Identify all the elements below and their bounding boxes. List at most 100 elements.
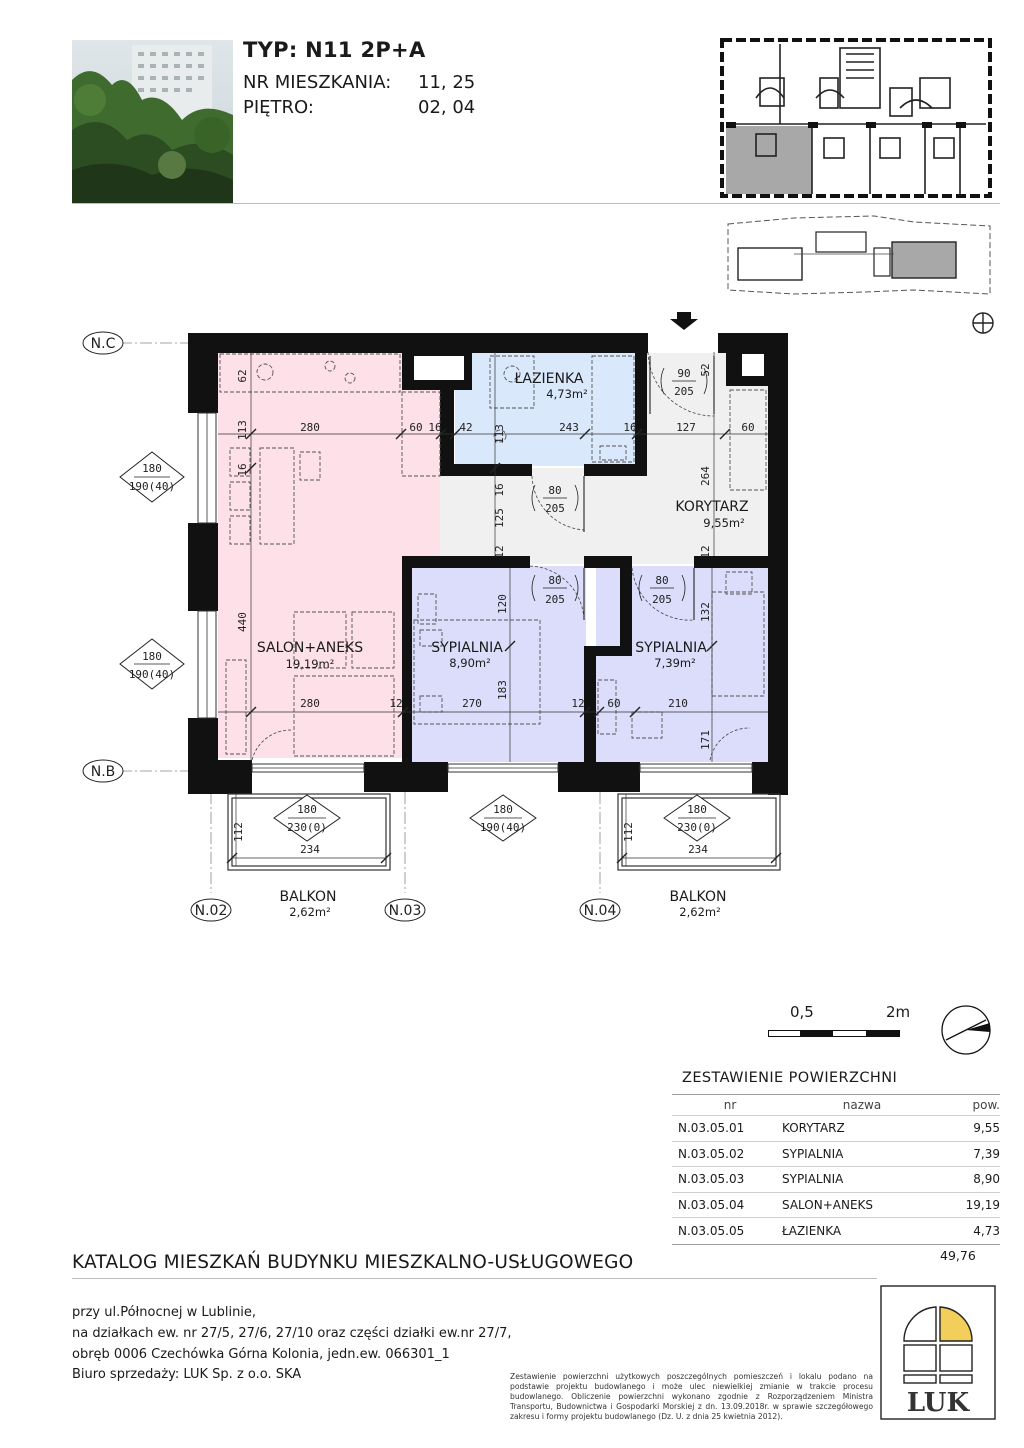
balkon2-area: 2,62m²: [679, 905, 720, 919]
room-sypialnia1-fill: [410, 566, 586, 762]
svg-text:205: 205: [545, 593, 565, 606]
axis-n04: N.04: [584, 903, 617, 919]
area-footnote: Zestawienie powierzchni użytkowych poszc…: [510, 1372, 873, 1421]
scale-bar: [768, 1024, 900, 1043]
svg-text:80: 80: [548, 484, 561, 497]
table-row: N.03.05.04 SALON+ANEKS 19,19: [672, 1191, 1000, 1218]
room-korytarz-label: KORYTARZ: [675, 499, 748, 515]
svg-text:42: 42: [459, 421, 472, 434]
building-photo: [72, 40, 233, 203]
apartment-number-label: NR MIESZKANIA:: [243, 72, 392, 93]
svg-text:12: 12: [571, 697, 584, 710]
axis-n02: N.02: [195, 903, 228, 919]
svg-text:270: 270: [462, 697, 482, 710]
svg-text:125: 125: [493, 508, 506, 528]
room-sypialnia2-area: 7,39m²: [654, 656, 695, 670]
svg-text:62: 62: [236, 369, 249, 382]
window-1-width: 180: [142, 462, 162, 475]
header-divider: [72, 203, 1000, 204]
room-sypialnia1-area: 8,90m²: [449, 656, 490, 670]
window-2-height: 190(40): [129, 668, 175, 681]
svg-text:113: 113: [236, 420, 249, 440]
summary-title: ZESTAWIENIE POWIERZCHNI: [682, 1070, 898, 1086]
scale-right-label: 2m: [886, 1003, 911, 1021]
floor-plan: 280 60 16 42 243 16 127 60 280 12 270 12…: [82, 331, 788, 922]
scale-left-label: 0,5: [790, 1003, 814, 1021]
luk-logo: LUK: [880, 1285, 996, 1420]
balkon2-label: BALKON: [670, 889, 727, 905]
svg-text:60: 60: [409, 421, 422, 434]
area-summary-table: ZESTAWIENIE POWIERZCHNI nr nazwa pow. N.…: [672, 1070, 1000, 1243]
room-salon-area: 19,19m²: [286, 657, 335, 671]
compass-small-icon: [970, 310, 996, 340]
svg-text:127: 127: [676, 421, 696, 434]
axis-nb: N.B: [91, 764, 116, 780]
summary-total: 49,76: [940, 1248, 976, 1263]
svg-text:264: 264: [699, 466, 712, 486]
svg-text:132: 132: [699, 602, 712, 622]
table-row: N.03.05.01 KORYTARZ 9,55: [672, 1115, 1000, 1141]
window-3-width: 180: [297, 803, 317, 816]
svg-text:12: 12: [389, 697, 402, 710]
svg-text:80: 80: [655, 574, 668, 587]
window-1-height: 190(40): [129, 480, 175, 493]
axis-nc: N.C: [91, 336, 116, 352]
svg-text:16: 16: [493, 483, 506, 496]
svg-text:16: 16: [428, 421, 441, 434]
catalog-title: KATALOG MIESZKAŃ BUDYNKU MIESZKALNO-USŁU…: [72, 1252, 634, 1273]
svg-text:16: 16: [236, 463, 249, 476]
svg-text:205: 205: [545, 502, 565, 515]
svg-text:60: 60: [607, 697, 620, 710]
floor-key-plan: [720, 38, 992, 202]
door-label-bedroom1: 80 205: [531, 574, 579, 606]
address-line-3: obręb 0006 Czechówka Górna Kolonia, jedn…: [72, 1347, 450, 1362]
table-row: N.03.05.05 ŁAZIENKA 4,73: [672, 1217, 1000, 1243]
svg-text:16: 16: [623, 421, 636, 434]
room-lazienka-area: 4,73m²: [546, 387, 587, 401]
svg-text:243: 243: [559, 421, 579, 434]
svg-text:280: 280: [300, 697, 320, 710]
room-lazienka-label: ŁAZIENKA: [514, 371, 584, 387]
window-4-width: 180: [493, 803, 513, 816]
door-label-bedroom2: 80 205: [638, 574, 686, 606]
axis-n03: N.03: [389, 903, 422, 919]
room-sypialnia1-label: SYPIALNIA: [431, 640, 503, 656]
svg-text:60: 60: [741, 421, 754, 434]
svg-text:80: 80: [548, 574, 561, 587]
room-korytarz-area: 9,55m²: [703, 516, 744, 530]
window-5-height: 230(0): [677, 821, 717, 834]
balkon1-label: BALKON: [280, 889, 337, 905]
apartment-number-value: 11, 25: [418, 72, 476, 93]
catalog-divider: [72, 1278, 877, 1279]
svg-text:205: 205: [652, 593, 672, 606]
svg-text:120: 120: [496, 594, 509, 614]
svg-text:90: 90: [677, 367, 690, 380]
apartment-type-title: TYP: N11 2P+A: [243, 38, 426, 62]
svg-text:171: 171: [699, 730, 712, 750]
table-row: N.03.05.03 SYPIALNIA 8,90: [672, 1166, 1000, 1192]
room-salon-label: SALON+ANEKS: [257, 640, 363, 656]
svg-text:205: 205: [674, 385, 694, 398]
summary-header-row: nr nazwa pow.: [672, 1094, 1000, 1115]
address-line-1: przy ul.Północnej w Lublinie,: [72, 1305, 257, 1320]
window-5-width: 180: [687, 803, 707, 816]
svg-text:210: 210: [668, 697, 688, 710]
address-line-2: na działkach ew. nr 27/5, 27/6, 27/10 or…: [72, 1326, 512, 1341]
svg-text:112: 112: [622, 822, 635, 842]
svg-text:440: 440: [236, 612, 249, 632]
room-lazienka-fill: [455, 352, 635, 466]
balkon1-area: 2,62m²: [289, 905, 330, 919]
compass-icon: [940, 1004, 994, 1060]
svg-text:280: 280: [300, 421, 320, 434]
table-row: N.03.05.02 SYPIALNIA 7,39: [672, 1140, 1000, 1167]
door-label-corridor: 90 205: [660, 367, 708, 398]
sales-office-line: Biuro sprzedaży: LUK Sp. z o.o. SKA: [72, 1367, 302, 1382]
svg-text:12: 12: [493, 545, 506, 558]
window-4-height: 190(40): [480, 821, 526, 834]
window-2-width: 180: [142, 650, 162, 663]
svg-text:183: 183: [496, 680, 509, 700]
logo-text: LUK: [907, 1388, 971, 1418]
svg-text:112: 112: [232, 822, 245, 842]
site-key-plan: [724, 212, 994, 302]
svg-text:234: 234: [300, 843, 320, 856]
